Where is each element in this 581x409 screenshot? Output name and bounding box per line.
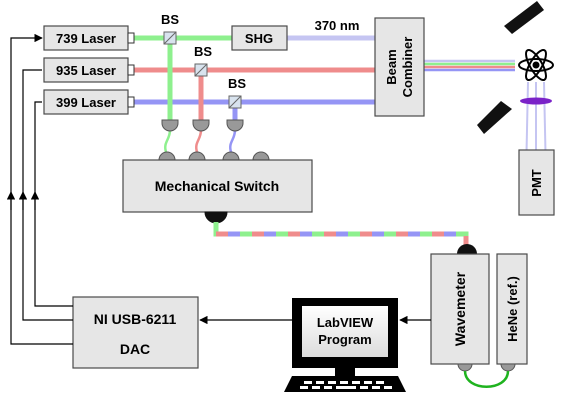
atom-icon [518, 48, 554, 82]
keyboard-keys [300, 381, 392, 389]
multiplexed-fiber-segment [213, 222, 469, 246]
laser-935-label: 935 Laser [56, 63, 116, 78]
beam-splitter-399: BS [228, 76, 246, 109]
pmt-label: PMT [529, 169, 544, 197]
bs-label-2: BS [194, 44, 212, 59]
laser-739: 739 Laser [43, 25, 135, 51]
shg-box: SHG [231, 25, 288, 51]
laser-399-label: 399 Laser [56, 95, 116, 110]
beam-combiner-line2: Combiner [400, 37, 415, 98]
fiber-couplers [161, 119, 244, 132]
computer-icon: LabVIEW Program [284, 298, 406, 392]
beam-splitter-935: BS [194, 44, 212, 77]
uv-wavelength-label: 370 nm [315, 18, 360, 33]
bs-label-3: BS [228, 76, 246, 91]
shg-label: SHG [245, 31, 273, 46]
daq-to-laser-399 [34, 101, 73, 307]
laser-399: 399 Laser [43, 89, 135, 115]
beam-combiner: Beam Combiner [374, 17, 425, 117]
fibers-to-switch [164, 129, 237, 153]
switch-output-coupler [204, 211, 228, 224]
wavemeter-label: Wavemeter [452, 271, 468, 346]
multiplexed-fiber-segment [213, 222, 469, 246]
collection-lens [520, 97, 552, 105]
daq-line2: DAC [120, 341, 150, 357]
labview-line1: LabVIEW [317, 315, 374, 330]
laser-beams [134, 35, 515, 120]
bs-label-1: BS [161, 12, 179, 27]
labview-line2: Program [318, 332, 371, 347]
switch-ports [158, 151, 270, 161]
hene-reference-fiber [457, 363, 516, 388]
daq-to-laser-739 [10, 33, 73, 345]
wavemeter-box: Wavemeter [430, 253, 490, 365]
laser-739-label: 739 Laser [56, 31, 116, 46]
trap-electrodes [477, 1, 544, 134]
control-wiring [6, 33, 431, 345]
daq-line1: NI USB-6211 [94, 311, 177, 327]
daq-box: NI USB-6211 DAC [72, 296, 199, 369]
mechanical-switch-label: Mechanical Switch [155, 178, 279, 194]
beam-combiner-line1: Beam [384, 49, 399, 84]
pmt-box: PMT [518, 149, 555, 216]
beam-splitter-739: BS [161, 12, 179, 45]
hene-label: HeNe (ref.) [505, 276, 520, 342]
laser-935: 935 Laser [43, 57, 135, 83]
mechanical-switch: Mechanical Switch [122, 159, 313, 213]
hene-box: HeNe (ref.) [496, 253, 528, 365]
wavemeter-input-coupler [457, 244, 477, 254]
